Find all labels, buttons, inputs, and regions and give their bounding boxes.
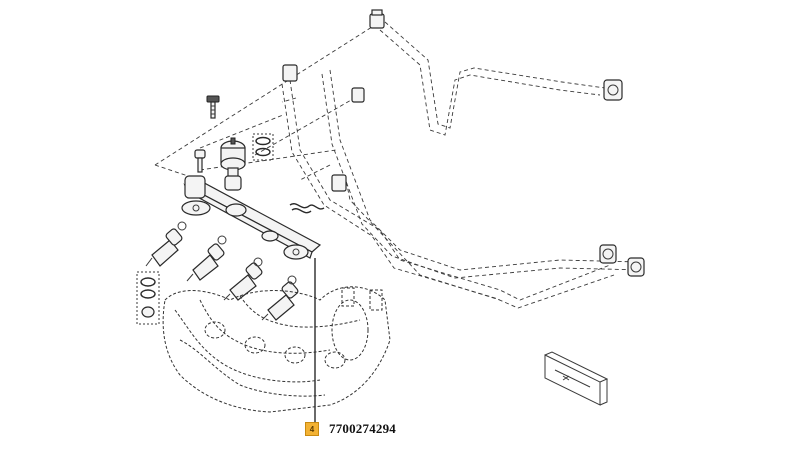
hose-connectors	[282, 9, 645, 277]
injector-icon-1	[145, 221, 187, 267]
callout-row: 4 7700274294	[305, 421, 396, 437]
direction-label-icon	[544, 351, 609, 406]
seal-ring-set-upper	[252, 133, 274, 161]
fuel-hoses	[281, 21, 645, 309]
injector-icon-2	[186, 235, 227, 282]
projection-guides	[154, 24, 376, 181]
callout-marker-badge[interactable]: 4	[305, 422, 319, 436]
gasket-icon	[289, 203, 325, 214]
rail-bolt-icon	[194, 149, 206, 173]
part-number-label[interactable]: 7700274294	[329, 421, 396, 436]
seal-ring-set-lower	[136, 271, 160, 325]
injector-icon-3	[223, 257, 263, 301]
fuel-rail-icon	[181, 175, 322, 425]
intake-manifold-icon	[162, 286, 391, 413]
screw-icon	[206, 95, 220, 119]
injector-icon-4	[261, 275, 299, 321]
pressure-regulator-icon	[220, 137, 246, 181]
